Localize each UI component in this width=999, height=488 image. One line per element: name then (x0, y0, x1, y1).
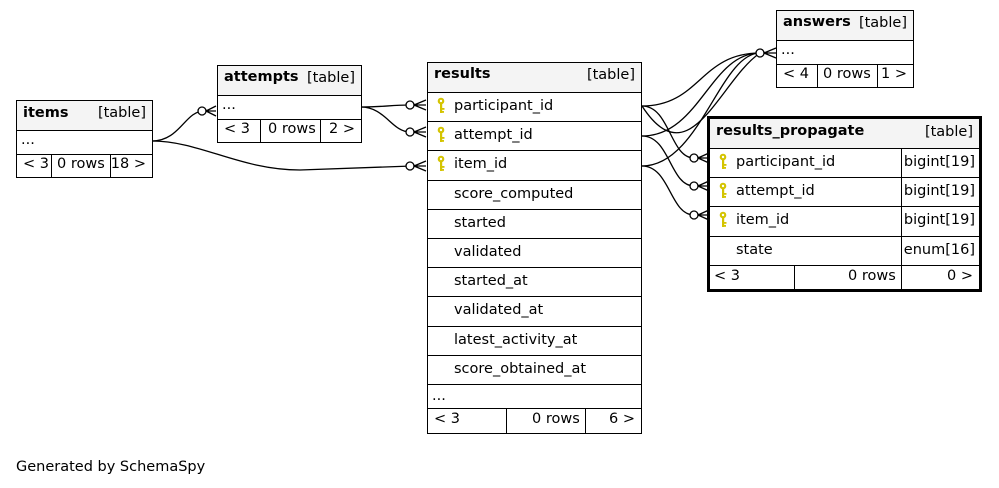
column-name: participant_id (736, 154, 836, 170)
next-link[interactable]: 2 > (329, 121, 355, 137)
edge-results-answers-2 (641, 52, 761, 137)
table-tag: [table] (97, 105, 146, 121)
table-header: answers [table] (777, 11, 913, 41)
table-footer: < 3 0 rows 0 > (710, 266, 979, 290)
next-link[interactable]: 18 > (110, 156, 146, 172)
primary-key-icon (719, 212, 727, 228)
ellipsis-row: ... (17, 131, 152, 155)
table-answers[interactable]: answers [table] ... < 4 0 rows 1 > (776, 10, 914, 88)
table-footer: < 3 0 rows 6 > (428, 409, 641, 433)
prev-link[interactable]: < 4 (783, 66, 809, 82)
table-name: answers (783, 14, 851, 30)
column-name: item_id (736, 212, 790, 229)
table-results-propagate[interactable]: results_propagate [table] participant_id… (707, 116, 982, 292)
row-count: 0 rows (532, 411, 580, 427)
ellipsis-text: ... (781, 42, 795, 58)
table-items[interactable]: items [table] ... < 3 0 rows 18 > (16, 100, 153, 178)
ellipsis-row: ... (428, 385, 641, 409)
column-type: bigint[19] (903, 154, 975, 170)
ellipsis-text: ... (222, 97, 236, 113)
column-name: score_obtained_at (454, 360, 587, 377)
row-count: 0 rows (848, 268, 896, 284)
table-footer: < 4 0 rows 1 > (777, 65, 913, 87)
column-name: latest_activity_at (454, 331, 578, 348)
primary-key-icon (437, 97, 445, 113)
table-attempts[interactable]: attempts [table] ... < 3 0 rows 2 > (217, 65, 362, 143)
column-row[interactable]: validated (428, 239, 641, 269)
edge-items-results (151, 140, 413, 171)
table-header: attempts [table] (218, 66, 361, 96)
column-type: bigint[19] (903, 212, 975, 229)
column-row[interactable]: latest_activity_at (428, 327, 641, 356)
table-results[interactable]: results [table] participant_id attempt_id… (427, 62, 642, 434)
ellipsis-text: ... (21, 132, 35, 148)
column-row[interactable]: started (428, 210, 641, 239)
table-tag: [table] (924, 124, 973, 140)
column-name: started (454, 214, 506, 231)
prev-link[interactable]: < 3 (23, 156, 49, 172)
column-type: bigint[19] (903, 183, 975, 200)
ellipsis-row: ... (777, 41, 913, 65)
next-link[interactable]: 6 > (609, 411, 635, 427)
column-row[interactable]: item_id (428, 151, 641, 181)
column-name: validated_at (454, 302, 544, 319)
primary-key-icon (719, 182, 727, 199)
column-type: enum[16] (903, 241, 975, 258)
table-header: results [table] (428, 63, 641, 93)
primary-key-icon (437, 156, 445, 172)
next-link[interactable]: 0 > (947, 268, 973, 284)
column-name: item_id (454, 156, 508, 173)
column-name: score_computed (454, 185, 574, 202)
edge-results-answers-3 (641, 52, 761, 167)
primary-key-icon (719, 153, 727, 169)
edge-attempts-results-participant (360, 104, 411, 108)
edge-results-answers-4 (641, 52, 761, 134)
prev-link[interactable]: < 3 (714, 268, 740, 284)
table-footer: < 3 0 rows 18 > (17, 155, 152, 177)
row-count: 0 rows (823, 66, 871, 82)
table-name: items (23, 105, 69, 121)
row-count: 0 rows (57, 156, 105, 172)
column-row[interactable]: item_id bigint[19] (710, 207, 979, 237)
edge-results-propagate-attempt (641, 135, 695, 187)
edge-results-propagate-participant (641, 105, 695, 159)
table-footer: < 3 0 rows 2 > (218, 120, 361, 142)
column-row[interactable]: started_at (428, 268, 641, 298)
table-tag: [table] (306, 70, 355, 86)
table-tag: [table] (858, 15, 907, 31)
table-name: results (434, 66, 491, 82)
column-name: attempt_id (736, 183, 815, 200)
column-name: state (736, 241, 773, 258)
ellipsis-text: ... (432, 388, 446, 404)
column-name: attempt_id (454, 127, 533, 144)
column-name: validated (454, 244, 522, 260)
column-row[interactable]: state enum[16] (710, 236, 979, 266)
edge-results-answers-1 (641, 52, 761, 107)
edge-attempts-results-attempt (360, 106, 411, 133)
column-name: started_at (454, 273, 528, 290)
prev-link[interactable]: < 3 (224, 121, 250, 137)
generated-by-footer: Generated by SchemaSpy (16, 459, 206, 475)
ellipsis-row: ... (218, 96, 361, 120)
column-row[interactable]: participant_id (428, 93, 641, 123)
next-link[interactable]: 1 > (881, 66, 907, 82)
primary-key-icon (437, 126, 445, 143)
table-header: items [table] (17, 101, 152, 131)
table-tag: [table] (586, 67, 635, 83)
column-row[interactable]: validated_at (428, 297, 641, 327)
edge-results-propagate-item (641, 165, 695, 216)
row-count: 0 rows (268, 121, 316, 137)
table-name: results_propagate (716, 123, 865, 139)
column-name: participant_id (454, 98, 554, 114)
edge-items-attempts (151, 110, 205, 142)
column-row[interactable]: attempt_id (428, 122, 641, 152)
prev-link[interactable]: < 3 (434, 411, 460, 427)
table-header: results_propagate [table] (710, 119, 979, 149)
column-row[interactable]: attempt_id bigint[19] (710, 178, 979, 208)
column-row[interactable]: participant_id bigint[19] (710, 149, 979, 179)
column-row[interactable]: score_computed (428, 181, 641, 210)
table-name: attempts (224, 69, 299, 85)
column-row[interactable]: score_obtained_at (428, 356, 641, 385)
